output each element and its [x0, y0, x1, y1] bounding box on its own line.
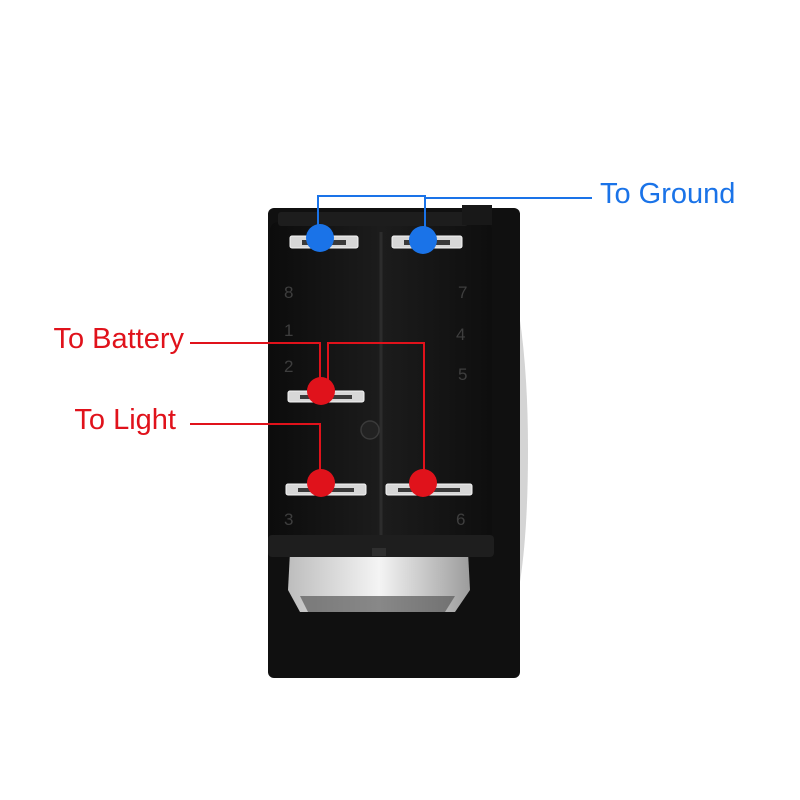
to-light-label: To Light	[74, 404, 176, 436]
battery-line	[190, 342, 425, 480]
to-ground-label: To Ground	[600, 178, 735, 210]
pin-number: 4	[456, 325, 465, 344]
battery-return-dot	[409, 469, 437, 497]
housing-bottom-cap	[268, 535, 494, 557]
light-line	[190, 423, 321, 480]
light-dot	[307, 469, 335, 497]
housing-top-lip	[278, 212, 468, 226]
battery-dot	[307, 377, 335, 405]
pin-number: 1	[284, 321, 293, 340]
ground-dot-left	[306, 224, 334, 252]
pin-number: 2	[284, 357, 293, 376]
ground-dot-right	[409, 226, 437, 254]
bottom-notch	[372, 548, 386, 556]
center-post	[360, 420, 380, 440]
pin-number: 8	[284, 283, 293, 302]
ground-bracket-line	[317, 195, 592, 236]
rocker-switch: 8 7 1 4 2 5 3 6	[268, 205, 528, 678]
ground-wiring	[317, 195, 592, 236]
pin-number: 3	[284, 510, 293, 529]
collar-shadow	[300, 596, 455, 612]
to-battery-label: To Battery	[53, 323, 184, 355]
pin-number: 5	[458, 365, 467, 384]
pin-number: 6	[456, 510, 465, 529]
pin-number: 7	[458, 283, 467, 302]
housing-right-step	[462, 205, 492, 225]
pin-number-labels: 8 7 1 4 2 5 3 6	[284, 283, 467, 529]
light-wiring	[190, 423, 321, 480]
battery-wiring	[190, 342, 425, 480]
